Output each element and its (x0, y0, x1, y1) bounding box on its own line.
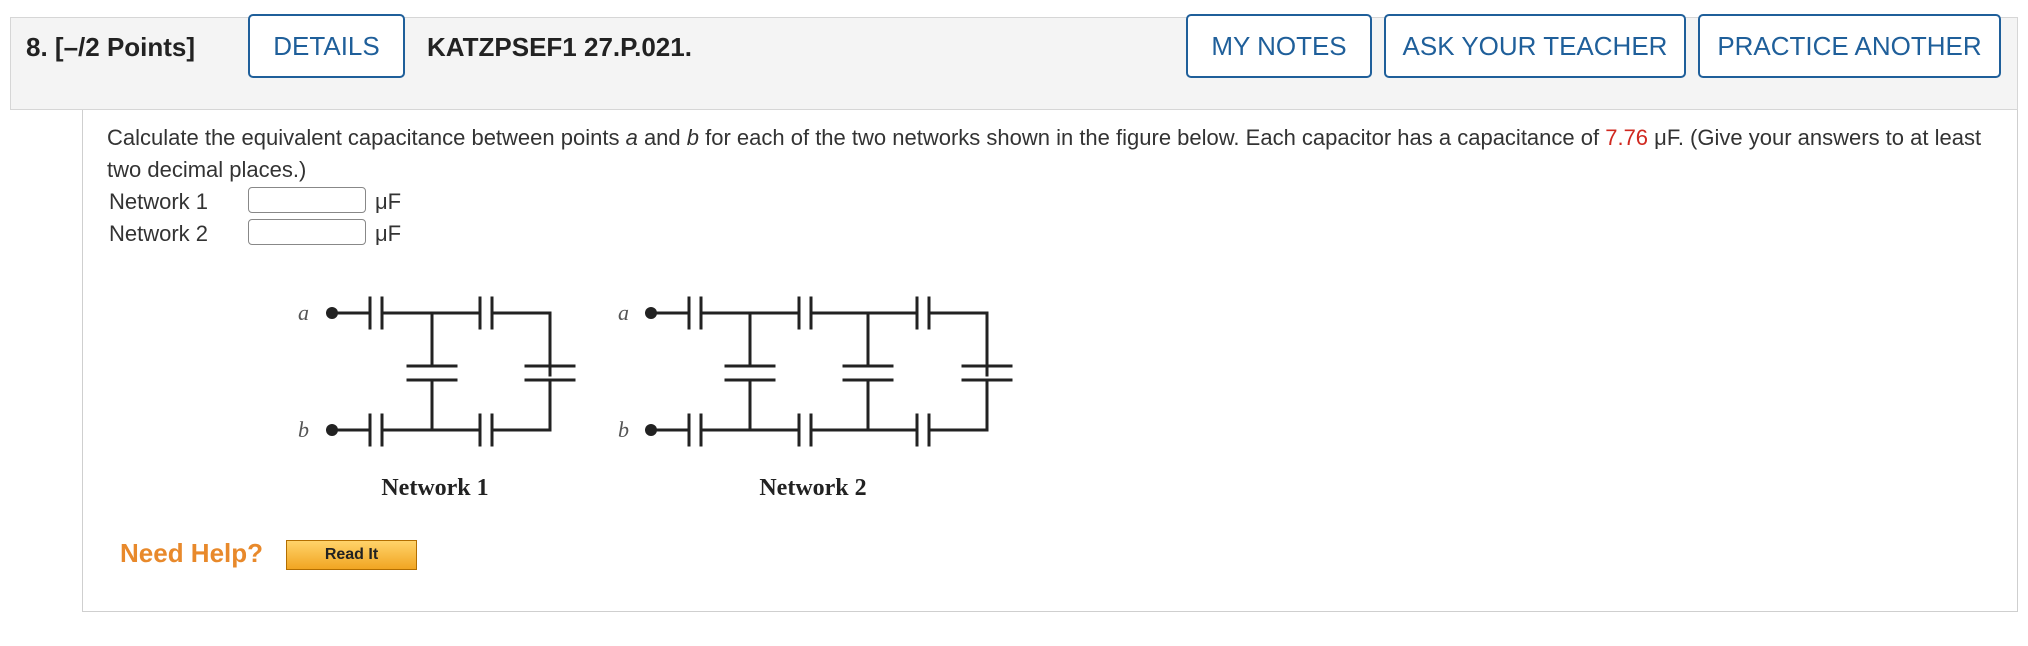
practice-another-button[interactable]: PRACTICE ANOTHER (1698, 14, 2001, 78)
my-notes-button[interactable]: MY NOTES (1186, 14, 1372, 78)
answer-label: Network 2 (109, 221, 209, 246)
unit-label: μF (375, 221, 402, 246)
network-2-answer-input[interactable] (248, 219, 366, 245)
terminal-b-label: b (298, 417, 309, 442)
point-a-label: a (625, 125, 638, 150)
ask-your-teacher-button[interactable]: ASK YOUR TEACHER (1384, 14, 1686, 78)
capacitor-networks-figure: a b a b Network 1 Network 2 (280, 280, 1040, 515)
capacitance-value: 7.76 (1605, 125, 1649, 150)
terminal-a-label: a (618, 300, 629, 325)
details-button[interactable]: DETAILS (248, 14, 405, 78)
terminal-a-label: a (298, 300, 309, 325)
question-body (82, 110, 2018, 612)
points-label: [–/2 Points] (54, 32, 196, 62)
network-2-caption: Network 2 (759, 475, 866, 501)
answer-label: Network 1 (109, 189, 209, 214)
question-points: 8. [–/2 Points] (26, 32, 195, 63)
network-1-answer-input[interactable] (248, 187, 366, 213)
circuit-diagram: a b a b Network 1 Network 2 (298, 296, 1013, 501)
question-id: KATZPSEF1 27.P.021. (427, 32, 692, 62)
read-it-button[interactable]: Read It (286, 540, 417, 570)
terminal-b-label: b (618, 417, 629, 442)
need-help-label: Need Help? (120, 538, 264, 568)
question-text: Calculate the equivalent capacitance bet… (107, 125, 1982, 182)
question-number: 8. (26, 32, 48, 62)
point-b-label: b (686, 125, 700, 150)
unit-label: μF (375, 189, 402, 214)
network-1-caption: Network 1 (381, 475, 488, 501)
